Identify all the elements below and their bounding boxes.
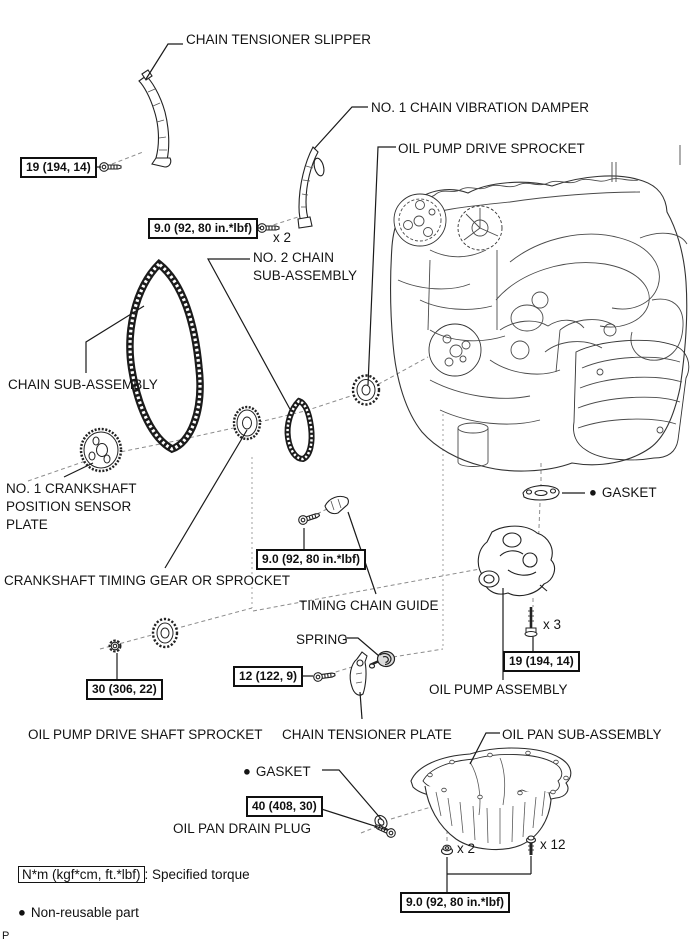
label-oil-pump-drive-sprocket: OIL PUMP DRIVE SPROCKET bbox=[398, 141, 585, 156]
crankshaft-timing-gear-part bbox=[232, 405, 262, 441]
label-timing-chain-guide: TIMING CHAIN GUIDE bbox=[299, 598, 439, 613]
label-oil-pan-sub-assembly: OIL PAN SUB-ASSEMBLY bbox=[502, 727, 662, 742]
page-marker: P bbox=[2, 930, 10, 942]
torque-box-shaft-nut: 30 (306, 22) bbox=[86, 679, 163, 700]
torque-box-damper-bolts: 9.0 (92, 80 in.*lbf) bbox=[148, 218, 259, 239]
no1-chain-vibration-damper-part bbox=[297, 146, 325, 229]
label-no2-chain-sub-assembly: NO. 2 CHAIN SUB-ASSEMBLY bbox=[253, 250, 358, 283]
legend-non-reusable: ● Non-reusable part bbox=[18, 904, 139, 921]
label-no1-chain-vibration-damper: NO. 1 CHAIN VIBRATION DAMPER bbox=[371, 100, 590, 115]
legend-specified-torque: N*m (kgf*cm, ft.*lbf): Specified torque bbox=[18, 866, 250, 883]
crankshaft-position-sensor-plate-part bbox=[79, 427, 123, 473]
label-spring: SPRING bbox=[296, 632, 348, 647]
timing-chain-guide-part bbox=[324, 495, 349, 515]
chain-tensioner-slipper-part bbox=[138, 69, 172, 168]
label-gasket-top: ● GASKET bbox=[589, 484, 657, 502]
label-oil-pan-drain-plug: OIL PAN DRAIN PLUG bbox=[173, 821, 312, 836]
oil-pump-drive-sprocket-part bbox=[351, 374, 381, 406]
chain-tensioner-plate-part bbox=[349, 651, 368, 696]
oil-pan-nut-part bbox=[440, 844, 454, 856]
oil-pan-bolt-part bbox=[525, 835, 537, 855]
engine-assembly-illustration bbox=[390, 145, 690, 472]
label-chain-sub-assembly: CHAIN SUB-ASSEMBLY bbox=[8, 377, 158, 392]
torque-symbol-box: N*m (kgf*cm, ft.*lbf) bbox=[18, 866, 145, 883]
non-reusable-icon: ● bbox=[243, 763, 251, 779]
legend-torque-text: : Specified torque bbox=[144, 867, 250, 882]
slipper-bolt-part bbox=[99, 162, 122, 172]
torque-box-tensioner-bolt: 12 (122, 9) bbox=[233, 666, 304, 687]
label-gasket-bottom-text: GASKET bbox=[255, 764, 311, 779]
torque-box-chain-guide-bolt: 9.0 (92, 80 in.*lbf) bbox=[256, 549, 367, 570]
oil-pan-part bbox=[410, 747, 572, 850]
label-gasket-top-text: GASKET bbox=[601, 485, 657, 500]
label-crankshaft-timing-gear: CRANKSHAFT TIMING GEAR OR SPROCKET bbox=[4, 573, 291, 588]
non-reusable-icon: ● bbox=[589, 484, 597, 500]
oil-pump-bolt-part bbox=[524, 607, 538, 637]
guide-bolt-part bbox=[297, 510, 322, 526]
torque-box-oil-pan-bolts: 9.0 (92, 80 in.*lbf) bbox=[400, 892, 511, 913]
oil-pan-drain-plug-part bbox=[373, 814, 398, 840]
chain-sub-assembly-part bbox=[126, 258, 204, 454]
label-chain-tensioner-slipper: CHAIN TENSIONER SLIPPER bbox=[186, 32, 372, 47]
non-reusable-icon: ● bbox=[18, 904, 26, 920]
gasket-top-part bbox=[522, 485, 560, 501]
qty-oil-pan-bolts: x 12 bbox=[540, 837, 566, 852]
no2-chain-sub-assembly-part bbox=[284, 397, 315, 463]
torque-box-drain-plug: 40 (408, 30) bbox=[246, 796, 323, 817]
torque-box-slipper-bolt: 19 (194, 14) bbox=[20, 157, 97, 178]
spring-part bbox=[368, 650, 396, 669]
torque-box-oil-pump-bolts: 19 (194, 14) bbox=[503, 651, 580, 672]
label-oil-pump-drive-shaft-sprocket: OIL PUMP DRIVE SHAFT SPROCKET bbox=[28, 727, 263, 742]
legend-non-reusable-text: Non-reusable part bbox=[30, 905, 139, 920]
qty-oil-pump-bolts: x 3 bbox=[543, 617, 562, 632]
label-oil-pump-assembly: OIL PUMP ASSEMBLY bbox=[429, 682, 568, 697]
qty-oil-pan-nuts: x 2 bbox=[457, 841, 476, 856]
oil-pump-drive-shaft-sprocket-part bbox=[151, 617, 179, 649]
region-outline bbox=[251, 414, 444, 648]
label-no1-crankshaft-position-sensor-plate: NO. 1 CRANKSHAFT POSITION SENSOR PLATE bbox=[6, 481, 137, 532]
label-gasket-bottom: ● GASKET bbox=[243, 763, 311, 781]
qty-damper-bolts: x 2 bbox=[273, 230, 292, 245]
shaft-nut-part bbox=[108, 639, 122, 653]
tensioner-bolt-part bbox=[312, 669, 336, 683]
label-chain-tensioner-plate: CHAIN TENSIONER PLATE bbox=[282, 727, 452, 742]
oil-pump-assembly-part bbox=[477, 525, 556, 597]
